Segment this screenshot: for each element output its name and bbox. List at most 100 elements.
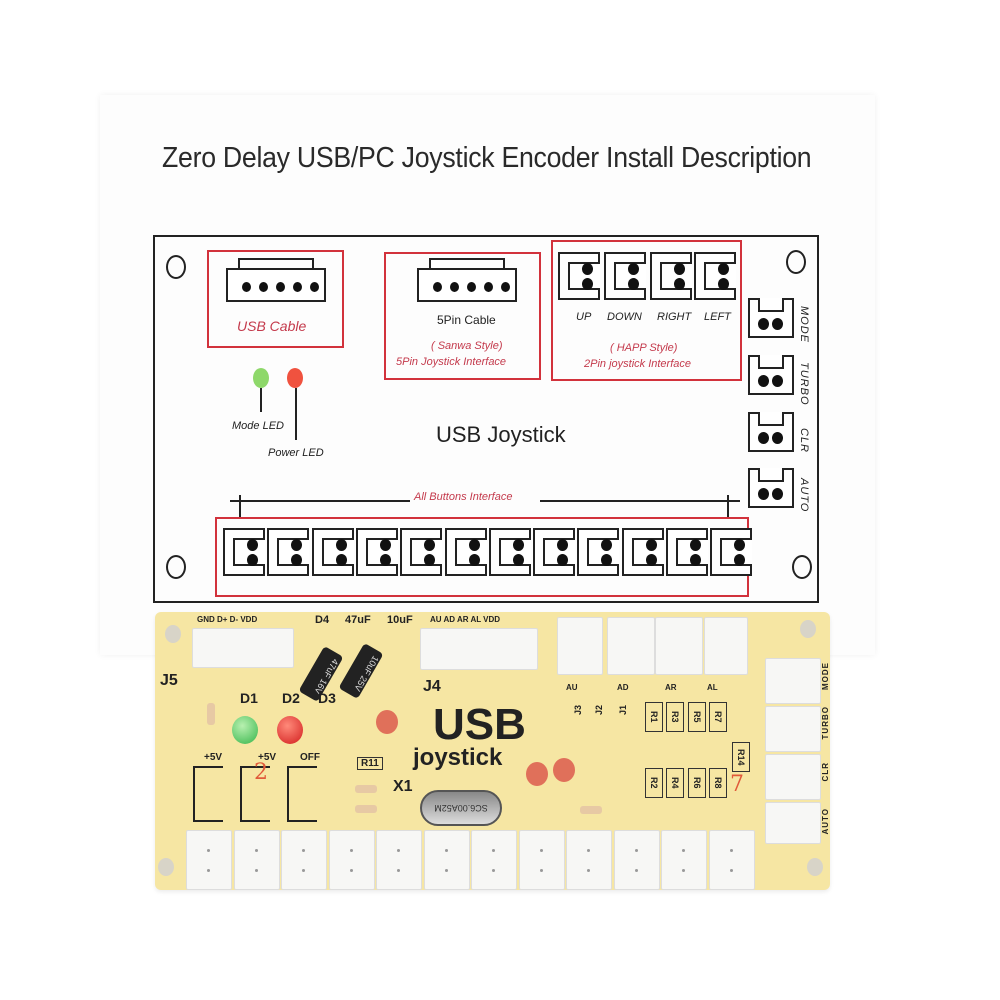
pcb-usb-text: USB bbox=[433, 700, 526, 749]
pcb-button-connector bbox=[661, 830, 707, 890]
j5-usb-connector bbox=[192, 628, 294, 668]
mode-connector-icon bbox=[748, 298, 794, 338]
r14-footprint: R14 bbox=[732, 742, 750, 772]
two-pin-interface-label: 2Pin joystick Interface bbox=[584, 358, 691, 370]
r1-footprint: R1 bbox=[645, 702, 663, 732]
usb-cable-box bbox=[207, 250, 344, 348]
plus5v-label-b: +5V bbox=[258, 752, 277, 763]
handwritten-mark-2: 2 bbox=[254, 760, 268, 785]
pcb-hole-icon bbox=[807, 858, 823, 876]
mounting-hole-icon bbox=[792, 555, 812, 579]
pcb-mode-label: MODE bbox=[821, 662, 830, 690]
pcb-joystick-text: joystick bbox=[413, 744, 503, 771]
mode-led-icon bbox=[253, 368, 269, 388]
usb-cable-label: USB Cable bbox=[237, 318, 307, 334]
pcb-up-connector bbox=[557, 617, 603, 675]
up-connector-icon bbox=[558, 252, 600, 300]
button-connector-icon bbox=[666, 528, 708, 576]
resistor-bottom bbox=[580, 806, 602, 814]
crystal-oscillator: SC6.00A52M bbox=[420, 790, 502, 826]
x1-label: X1 bbox=[393, 778, 413, 795]
mode-led-leader bbox=[260, 388, 262, 412]
off-label: OFF bbox=[300, 752, 320, 763]
pcb-au-label: AU bbox=[566, 683, 578, 692]
power-jumper-c bbox=[287, 766, 317, 822]
cap-10uf-label: 10uF bbox=[387, 614, 413, 626]
pcb-clr-label: CLR bbox=[821, 762, 830, 782]
pcb-mode-connector bbox=[765, 658, 821, 704]
power-jumper-a bbox=[193, 766, 223, 822]
button-connector-icon bbox=[400, 528, 443, 576]
r5-footprint: R5 bbox=[688, 702, 706, 732]
button-connector-icon bbox=[444, 528, 487, 576]
j5-pin-labels: GND D+ D- VDD bbox=[197, 615, 258, 624]
pcb-ad-label: AD bbox=[617, 683, 629, 692]
pcb-red-led bbox=[277, 716, 303, 744]
pcb-hole-icon bbox=[165, 625, 181, 643]
resistor-x1-a bbox=[355, 785, 377, 793]
r7-footprint: R7 bbox=[709, 702, 727, 732]
dir-left-label: LEFT bbox=[704, 311, 731, 323]
sanwa-5pin-box bbox=[384, 252, 541, 380]
pcb-button-connector bbox=[376, 830, 422, 890]
board-diagram-outline bbox=[153, 235, 819, 603]
happ-2pin-box bbox=[551, 240, 742, 381]
auto-connector-icon bbox=[748, 468, 794, 508]
pcb-hole-icon bbox=[158, 858, 174, 876]
button-connector-icon bbox=[577, 528, 620, 576]
mode-led-label: Mode LED bbox=[232, 420, 284, 432]
pcb-turbo-label: TURBO bbox=[821, 706, 830, 740]
r2-footprint: R2 bbox=[645, 768, 663, 798]
ceramic-cap-c3 bbox=[376, 710, 398, 734]
j4-pin-labels: AU AD AR AL VDD bbox=[430, 615, 501, 624]
pcb-button-connector bbox=[518, 830, 565, 890]
clr-connector-icon bbox=[748, 412, 794, 452]
pcb-left-connector bbox=[704, 617, 748, 675]
pcb-button-connector bbox=[423, 830, 470, 890]
happ-style-label: ( HAPP Style) bbox=[610, 342, 678, 354]
down-connector-icon bbox=[604, 252, 646, 300]
dir-down-label: DOWN bbox=[607, 311, 642, 323]
d4-label: D4 bbox=[315, 614, 330, 626]
r6-footprint: R6 bbox=[688, 768, 706, 798]
all-buttons-label: All Buttons Interface bbox=[414, 491, 513, 503]
button-connector-icon bbox=[355, 528, 398, 576]
pcb-right-connector bbox=[655, 617, 703, 675]
pcb-button-connector bbox=[708, 830, 755, 890]
pcb-button-connector bbox=[613, 830, 660, 890]
pcb-hole-icon bbox=[800, 620, 816, 638]
bracket-tick-right bbox=[727, 495, 729, 517]
pcb-button-connector bbox=[328, 830, 375, 890]
mode-label: MODE bbox=[798, 306, 810, 343]
mounting-hole-icon bbox=[166, 555, 186, 579]
j4-label: J4 bbox=[423, 678, 441, 695]
five-pin-cable-label: 5Pin Cable bbox=[437, 313, 496, 327]
mounting-hole-icon bbox=[786, 250, 806, 274]
pcb-button-connector bbox=[281, 830, 327, 890]
pcb-turbo-connector bbox=[765, 706, 821, 752]
five-pin-interface-label: 5Pin Joystick Interface bbox=[396, 356, 507, 368]
pcb-button-connector bbox=[233, 830, 280, 890]
power-led-label: Power LED bbox=[268, 447, 324, 459]
plus5v-label-a: +5V bbox=[204, 752, 223, 763]
clr-label: CLR bbox=[798, 428, 810, 454]
pcb-green-led bbox=[232, 716, 258, 744]
power-led-leader bbox=[295, 388, 297, 440]
turbo-label: TURBO bbox=[798, 362, 810, 406]
dir-right-label: RIGHT bbox=[657, 311, 692, 323]
dir-up-label: UP bbox=[576, 311, 592, 323]
pcb-al-label: AL bbox=[707, 683, 718, 692]
left-connector-icon bbox=[694, 252, 736, 300]
ceramic-cap-c2 bbox=[553, 758, 575, 782]
pcb-down-connector bbox=[607, 617, 655, 675]
pcb-auto-label: AUTO bbox=[821, 808, 830, 835]
turbo-connector-icon bbox=[748, 355, 794, 395]
usb-joystick-label: USB Joystick bbox=[436, 422, 566, 447]
sanwa-5pin-connector-icon bbox=[417, 258, 517, 302]
r3-footprint: R3 bbox=[666, 702, 684, 732]
button-connector-icon bbox=[267, 528, 310, 576]
resistor-left bbox=[207, 703, 215, 725]
r11-label: R11 bbox=[357, 757, 383, 770]
ceramic-cap-c1 bbox=[526, 762, 548, 786]
d2-label: D2 bbox=[282, 690, 300, 706]
